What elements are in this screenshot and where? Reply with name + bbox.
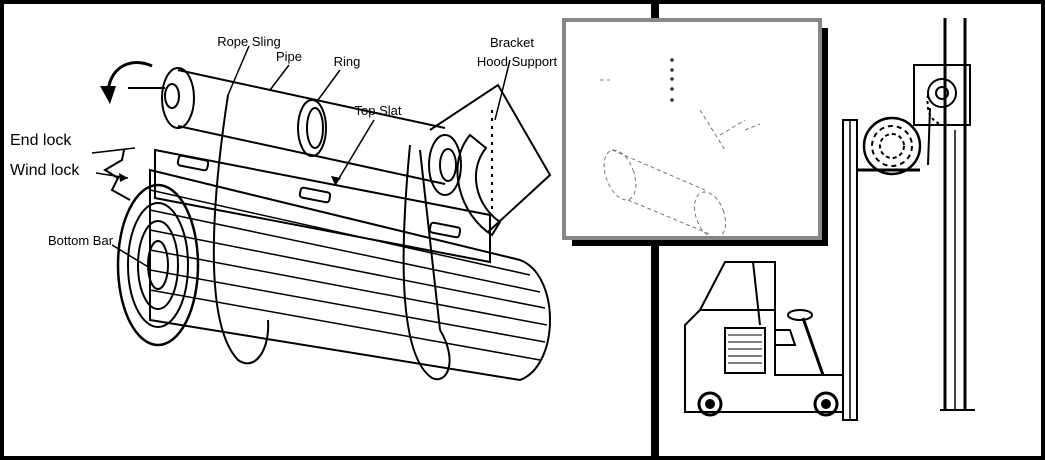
ring [297, 99, 327, 157]
rear-wheel [697, 391, 723, 417]
inset-panel [562, 18, 828, 246]
steering-column [801, 317, 825, 376]
front-wheel [813, 391, 839, 417]
left-flange-hub [164, 83, 180, 109]
label-bottom-bar: Bottom Bar [48, 233, 114, 248]
steering-wheel [787, 309, 813, 321]
rope-sling-1 [212, 94, 270, 365]
ring-inner [306, 107, 324, 149]
right-flange-hub [439, 148, 457, 182]
label-wind-lock: Wind lock [10, 162, 80, 179]
top-slat [154, 148, 491, 264]
slat-slot-3 [428, 221, 462, 239]
forklift-body [684, 309, 844, 413]
label-ring: Ring [334, 54, 361, 69]
hood-support [429, 83, 552, 233]
left-panel [91, 45, 552, 382]
right-flange [428, 134, 462, 196]
slat-slot-2 [298, 186, 332, 204]
curtain-roll [149, 168, 551, 382]
slat-slot-1 [176, 154, 210, 172]
roll-end [116, 183, 200, 347]
forklift-coil [862, 116, 922, 176]
hood-box [913, 64, 971, 126]
installed-coil [927, 78, 957, 108]
label-pipe: Pipe [276, 49, 302, 64]
rotation-arrowhead-icon [100, 86, 116, 104]
inset-cylinder-end [603, 149, 637, 201]
forklift-cab [699, 261, 776, 311]
bracket [456, 133, 502, 237]
seat [775, 329, 797, 346]
inset-box [562, 18, 822, 240]
left-flange [161, 67, 195, 129]
label-end-lock: End lock [10, 132, 72, 149]
rope-sling-2 [402, 144, 451, 381]
label-hood-support: Hood Support [477, 54, 558, 69]
right-panel [684, 18, 975, 421]
forklift-grille [724, 327, 766, 374]
label-bracket: Bracket [490, 35, 534, 50]
label-top-slat: Top Slat [355, 103, 402, 118]
label-rope-sling: Rope Sling [217, 34, 281, 49]
pipe-top-edge [177, 69, 446, 129]
